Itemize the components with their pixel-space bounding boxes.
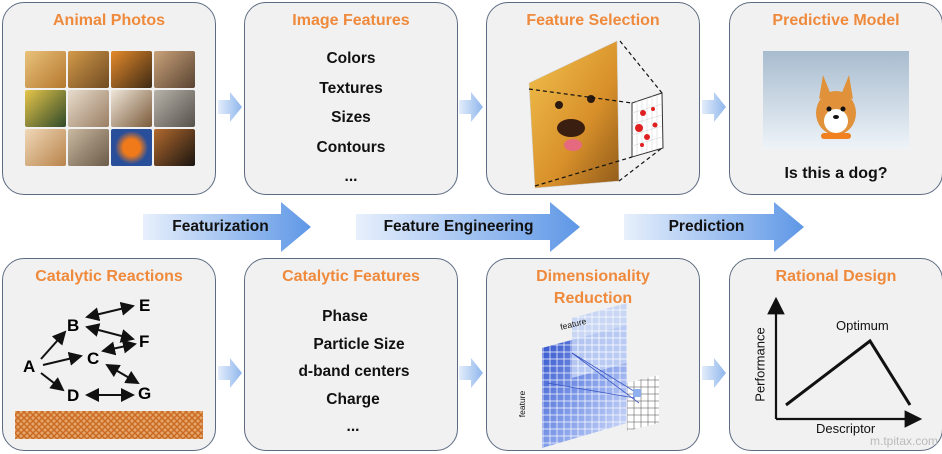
arrow-label: Featurization (172, 218, 269, 235)
dog-face-image (528, 40, 620, 189)
feature-item: Sizes (331, 109, 371, 126)
volcano-plot (767, 296, 923, 428)
dog-photo (25, 129, 66, 166)
panel-title: Rational Design (775, 268, 897, 285)
peak-label: Optimum (836, 318, 889, 333)
panel-title: Feature Selection (526, 12, 660, 29)
feature-item: ... (344, 168, 358, 185)
reaction-network (15, 301, 203, 439)
feature-item: Particle Size (313, 335, 405, 353)
catalyst-surface (15, 411, 203, 439)
puppy-photo (111, 90, 152, 127)
x-axis-label: Descriptor (816, 421, 876, 436)
panel-title: Animal Photos (52, 12, 165, 29)
node-label: G (138, 384, 152, 403)
node-label: F (139, 332, 150, 351)
small-arrow-icon (459, 358, 483, 388)
feature-engineering-arrow: Feature Engineering (356, 202, 580, 252)
prediction-arrow: Prediction (624, 202, 804, 252)
dog-photo (68, 51, 109, 88)
panel-feature-selection: Feature Selection (486, 2, 700, 195)
panel-catalytic-reactions: Catalytic Reactions A B C D E F G (2, 258, 216, 451)
dog-photo (154, 129, 195, 166)
goldfish-photo (111, 129, 152, 166)
panel-animal-photos: Animal Photos (2, 2, 216, 195)
feature-item: Phase (322, 308, 368, 325)
small-arrow-icon (702, 358, 726, 388)
cat-photo (154, 90, 195, 127)
feature-item: Contours (316, 138, 386, 156)
arrow-label: Feature Engineering (383, 218, 534, 235)
small-arrow-icon (218, 358, 242, 388)
node-label: C (87, 349, 100, 368)
feature-item: Charge (326, 390, 380, 408)
small-arrow-icon (459, 92, 483, 122)
cat-photo (68, 129, 109, 166)
feature-item: Textures (319, 79, 383, 97)
animal-photo-grid (25, 51, 195, 166)
feature-selection-illustration (528, 40, 664, 189)
node-label: D (67, 386, 80, 405)
panel-title: Dimensionality Reduction (487, 267, 699, 308)
bird-photo (25, 90, 66, 127)
feature-list: Phase Particle Size d-band centers Charg… (245, 303, 457, 441)
corgi-snow-photo (763, 51, 909, 149)
y-axis-label: Performance (752, 327, 768, 402)
node-label: E (139, 296, 151, 315)
panel-title: Catalytic Features (282, 268, 420, 285)
watermark: m.tpitax.com (869, 434, 938, 448)
dimensionality-grid-illustration (542, 303, 659, 448)
panel-title: Image Features (292, 12, 410, 29)
feature-item: ... (346, 418, 360, 435)
panel-title: Predictive Model (772, 12, 900, 29)
puppy-photo (68, 90, 109, 127)
small-arrow-icon (218, 92, 242, 122)
panel-catalytic-features: Catalytic Features Phase Particle Size d… (244, 258, 458, 451)
title-line: Dimensionality (536, 268, 650, 285)
panel-image-features: Image Features Colors Textures Sizes Con… (244, 2, 458, 195)
small-arrow-icon (702, 92, 726, 122)
dog-photo (154, 51, 195, 88)
node-label: A (23, 357, 36, 376)
prediction-question: Is this a dog? (784, 165, 888, 182)
arrow-label: Prediction (668, 218, 745, 235)
axis-label-left: feature (517, 390, 528, 418)
panel-rational-design: Rational Design Optimum Descriptor Perfo… (729, 258, 942, 451)
title-line: Reduction (553, 290, 633, 307)
feature-item: Colors (326, 50, 376, 67)
featurization-arrow: Featurization (143, 202, 311, 252)
panel-title: Catalytic Reactions (35, 268, 183, 285)
panel-predictive-model: Predictive Model Is this a dog? (729, 2, 942, 195)
dog-photo (25, 51, 66, 88)
feature-item: d-band centers (298, 363, 410, 380)
panel-dimensionality-reduction: Dimensionality Reduction feature featu (486, 258, 700, 451)
tiger-photo (111, 51, 152, 88)
feature-list: Colors Textures Sizes Contours ... (245, 44, 457, 192)
node-label: B (67, 316, 80, 335)
